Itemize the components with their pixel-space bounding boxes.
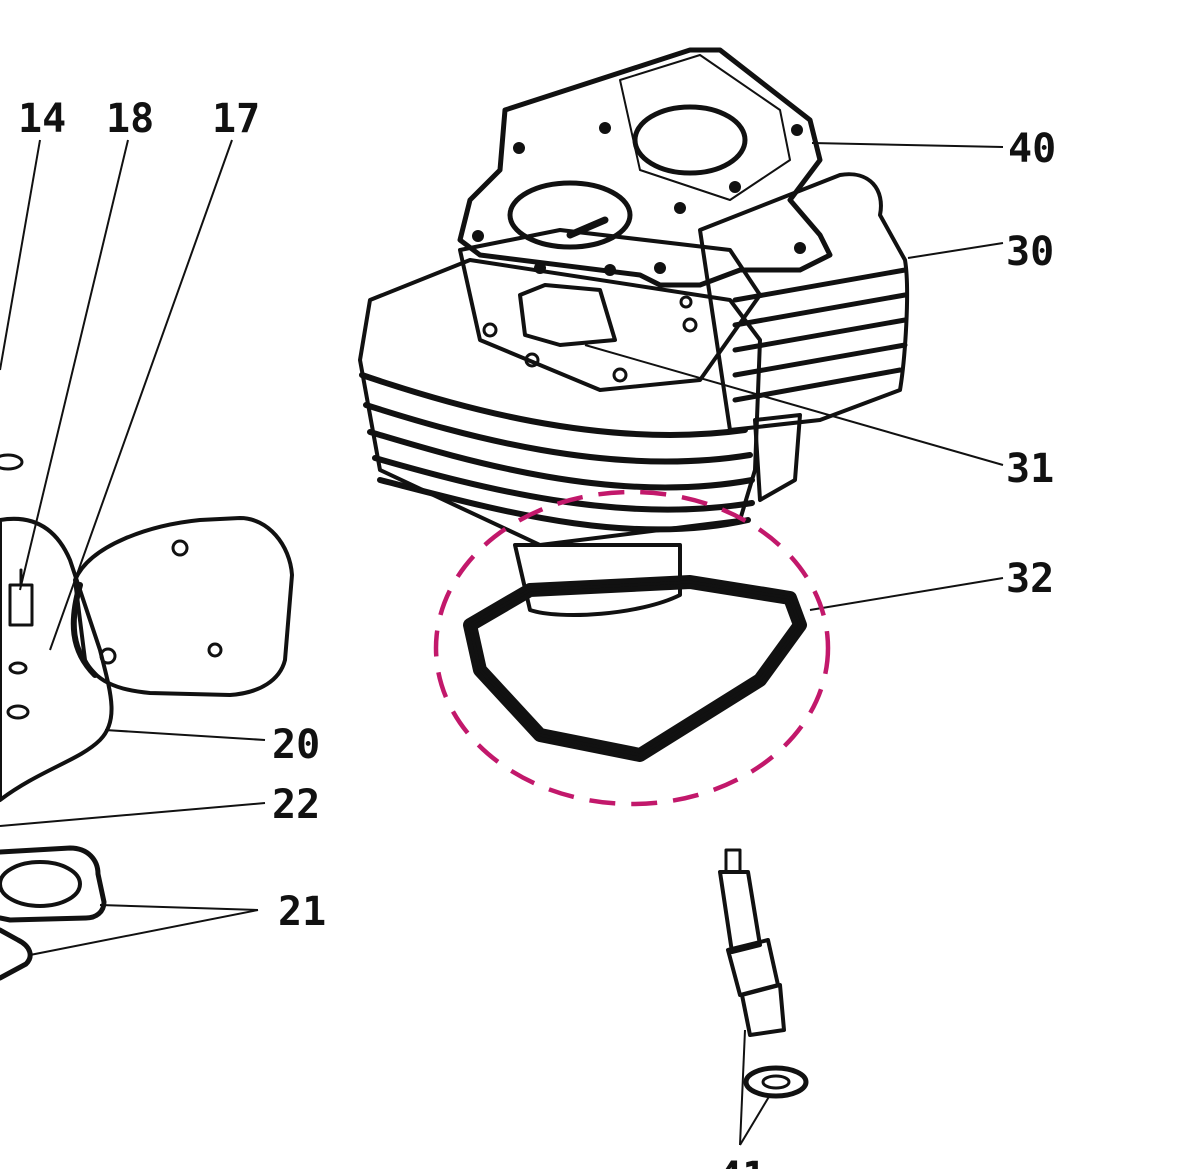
- callout-22: 22: [272, 782, 320, 828]
- callout-41: 41: [718, 1154, 766, 1169]
- callout-17: 17: [212, 96, 260, 142]
- left-leader-lines: [0, 139, 266, 956]
- right-leader-lines: [584, 142, 1004, 1146]
- callout-31: 31: [1006, 446, 1054, 492]
- callout-21: 21: [278, 889, 326, 935]
- highlight-ring: [433, 489, 831, 807]
- rocker-box-assembly: [0, 453, 294, 981]
- base-gasket: [463, 575, 807, 762]
- cylinder-block: [358, 172, 910, 617]
- callout-20: 20: [272, 722, 320, 768]
- callout-32: 32: [1006, 556, 1054, 602]
- head-gasket: [457, 47, 833, 288]
- callout-30: 30: [1006, 229, 1054, 275]
- callout-14: 14: [18, 96, 66, 142]
- callout-40: 40: [1008, 126, 1056, 172]
- callout-18: 18: [106, 96, 154, 142]
- spark-plug: [718, 848, 809, 1099]
